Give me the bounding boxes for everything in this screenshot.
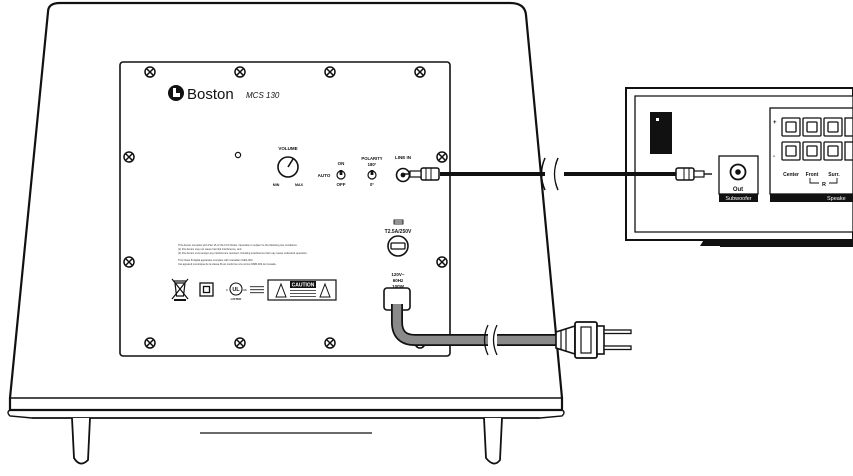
plus-sign: + bbox=[773, 120, 777, 126]
fuse-holder: T2.5A/250V bbox=[385, 219, 412, 257]
volume-max-label: MAX bbox=[295, 183, 304, 187]
speaker-terminals: Speake + - bbox=[769, 107, 853, 202]
cable-break-icon bbox=[483, 324, 489, 356]
subwoofer-out-section: Out Subwoofer bbox=[718, 155, 759, 202]
ul-listed-icon: c UL us LISTED bbox=[226, 282, 264, 301]
model-name: MCS 130 bbox=[246, 91, 280, 100]
ul-listed-label: LISTED bbox=[231, 297, 243, 301]
rca-plug-icon bbox=[404, 167, 440, 181]
subwoofer-out-jack[interactable] bbox=[729, 163, 747, 181]
power-cord bbox=[383, 287, 632, 359]
caution-label: CAUTION bbox=[267, 279, 337, 301]
screw-icon bbox=[414, 66, 426, 78]
subwoofer-label: Subwoofer bbox=[725, 196, 751, 202]
fcc-line-2: (1) this device may not cause harmful in… bbox=[178, 247, 242, 251]
caution-text: CAUTION bbox=[292, 283, 315, 289]
out-label: Out bbox=[733, 187, 743, 193]
binding-post-icon[interactable] bbox=[802, 117, 822, 161]
weee-bin-icon bbox=[171, 278, 189, 301]
power-rating-voltage: 120V~ bbox=[391, 272, 405, 277]
r-label: R bbox=[822, 182, 826, 188]
power-mode-switch[interactable]: ON AUTO OFF bbox=[318, 161, 346, 187]
brand-name: Boston bbox=[187, 86, 234, 103]
screw-icon bbox=[123, 151, 135, 163]
switch-auto-label: AUTO bbox=[318, 173, 331, 178]
binding-post-icon[interactable] bbox=[781, 117, 801, 161]
fcc-line-5: Cet appareil numérique de la classe B es… bbox=[178, 262, 277, 266]
polarity-0-label: 0° bbox=[370, 182, 374, 187]
shock-hazard-icon bbox=[319, 282, 331, 298]
cable-break-icon bbox=[492, 324, 498, 356]
regulatory-symbols: c UL us LISTED CAUTION bbox=[171, 278, 337, 301]
screw-icon bbox=[123, 256, 135, 268]
screw-icon bbox=[234, 66, 246, 78]
channel-surround-label: Surr. bbox=[828, 172, 840, 178]
screw-icon bbox=[144, 337, 156, 349]
svg-text:UL: UL bbox=[232, 287, 240, 293]
fuse-rating: T2.5A/250V bbox=[385, 229, 412, 235]
polarity-label: POLARITY bbox=[361, 156, 382, 161]
fcc-line-3: (2) this device must accept any interfer… bbox=[178, 251, 308, 255]
volume-control[interactable]: VOLUME MIN MAX bbox=[273, 146, 304, 187]
line-in-label: LINE IN bbox=[395, 155, 411, 160]
screw-icon bbox=[436, 151, 448, 163]
fcc-line-1: This device complies with Part 15 of the… bbox=[178, 243, 298, 247]
polarity-180-label: 180° bbox=[368, 162, 377, 167]
channel-front-label: Front bbox=[806, 172, 819, 178]
switch-on-label: ON bbox=[338, 161, 345, 166]
channel-center-label: Center bbox=[783, 172, 799, 178]
screw-icon bbox=[234, 337, 246, 349]
fcc-compliance-text: This device complies with Part 15 of the… bbox=[178, 243, 308, 266]
power-switch-icon[interactable] bbox=[650, 112, 672, 154]
screw-icon bbox=[324, 66, 336, 78]
warning-triangle-icon bbox=[275, 282, 287, 298]
screw-icon bbox=[144, 66, 156, 78]
power-led bbox=[234, 151, 242, 159]
speakers-label: Speake bbox=[827, 196, 846, 202]
power-inlet: 120V~ 60Hz 100W bbox=[391, 272, 405, 289]
receiver: Out Subwoofer Speake + - bbox=[625, 87, 853, 247]
rca-cable bbox=[404, 157, 712, 191]
ac-plug-icon bbox=[555, 321, 632, 359]
rca-plug-icon bbox=[675, 167, 712, 181]
brand-logo: Boston MCS 130 bbox=[168, 85, 280, 103]
binding-post-icon[interactable] bbox=[823, 117, 843, 161]
fcc-line-4: This Class B digital apparatus complies … bbox=[178, 258, 253, 262]
svg-text:us: us bbox=[243, 288, 247, 292]
foot-right bbox=[483, 417, 503, 465]
binding-post-icon[interactable] bbox=[844, 117, 853, 161]
foot-left bbox=[71, 417, 91, 465]
power-rating-frequency: 60Hz bbox=[393, 278, 404, 283]
polarity-switch[interactable]: POLARITY 180° 0° bbox=[361, 156, 382, 187]
volume-label: VOLUME bbox=[278, 146, 297, 151]
volume-min-label: MIN bbox=[273, 183, 280, 187]
minus-sign: - bbox=[773, 154, 775, 160]
screw-icon bbox=[324, 337, 336, 349]
switch-off-label: OFF bbox=[337, 182, 346, 187]
svg-text:c: c bbox=[226, 288, 228, 292]
double-insulation-icon bbox=[199, 282, 214, 297]
screw-icon bbox=[436, 256, 448, 268]
power-rating-wattage: 100W bbox=[392, 284, 405, 289]
